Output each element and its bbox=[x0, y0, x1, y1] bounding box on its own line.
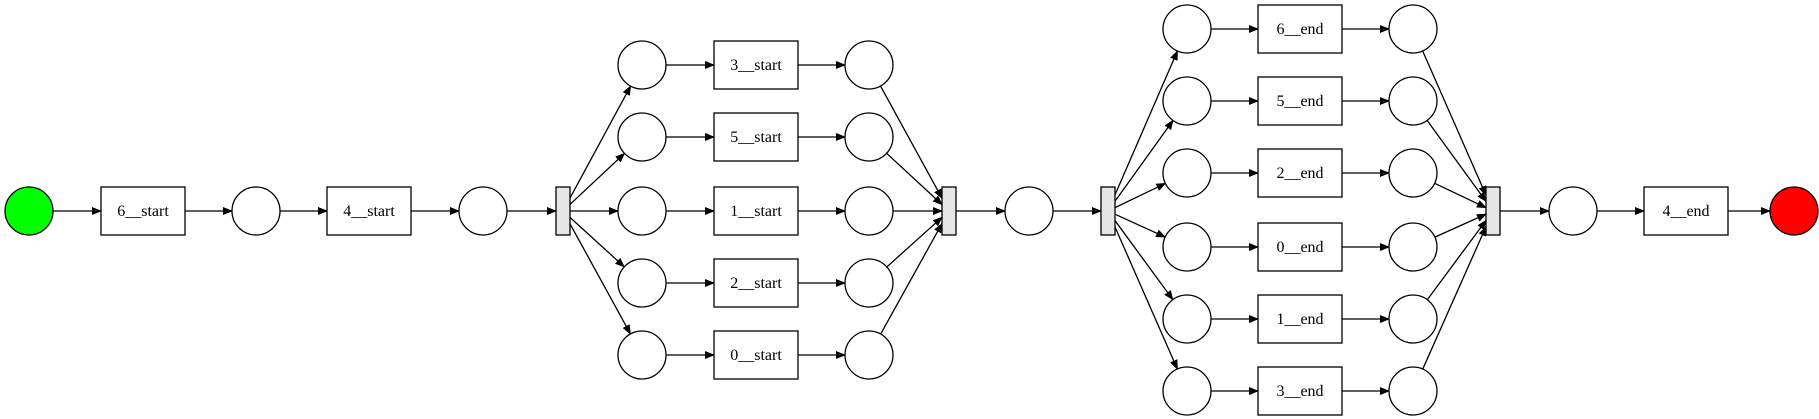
place bbox=[617, 40, 667, 90]
transition-box: 0__end bbox=[1257, 222, 1343, 272]
transition-box: 6__end bbox=[1257, 4, 1343, 54]
arc-p7a-to-tau4 bbox=[1422, 50, 1487, 196]
arc-p7e-to-tau4 bbox=[1426, 219, 1487, 301]
arc-p7b-to-tau4 bbox=[1426, 120, 1487, 203]
place bbox=[1162, 366, 1212, 416]
place bbox=[1548, 186, 1598, 236]
arc-tau1-to-p3d bbox=[569, 216, 626, 268]
transition-box: 6__start bbox=[100, 186, 186, 236]
place bbox=[844, 330, 894, 380]
transition-box: 2__end bbox=[1257, 148, 1343, 198]
place bbox=[617, 330, 667, 380]
arc-tau3-to-p6d bbox=[1114, 213, 1167, 238]
transition-label: 3__start bbox=[730, 57, 782, 74]
place bbox=[1162, 76, 1212, 126]
place bbox=[458, 186, 508, 236]
arc-p4a-to-tau2 bbox=[879, 85, 943, 200]
place bbox=[844, 186, 894, 236]
transition-label: 1__start bbox=[730, 203, 782, 220]
transition-label: 0__end bbox=[1276, 239, 1323, 256]
arc-p4b-to-tau2 bbox=[886, 152, 943, 206]
place bbox=[617, 112, 667, 162]
arc-p4d-to-tau2 bbox=[886, 216, 943, 268]
transition-box: 5__end bbox=[1257, 76, 1343, 126]
place bbox=[231, 186, 281, 236]
transition-label: 3__end bbox=[1276, 383, 1323, 400]
transition-label: 2__end bbox=[1276, 165, 1323, 182]
silent-transition bbox=[555, 186, 571, 236]
arc-tau1-to-p3b bbox=[569, 152, 626, 205]
transition-box: 0__start bbox=[713, 330, 799, 380]
transition-box: 4__end bbox=[1643, 186, 1729, 236]
arc-tau3-to-p6f bbox=[1114, 226, 1178, 370]
transition-box: 1__start bbox=[713, 186, 799, 236]
sink-place bbox=[1769, 186, 1819, 236]
arc-tau3-to-p6b bbox=[1114, 119, 1174, 202]
transition-label: 6__start bbox=[117, 203, 169, 220]
transition-label: 6__end bbox=[1276, 21, 1323, 38]
place bbox=[844, 40, 894, 90]
place bbox=[844, 258, 894, 308]
arc-p7c-to-tau4 bbox=[1434, 182, 1487, 209]
place bbox=[844, 112, 894, 162]
place bbox=[1388, 148, 1438, 198]
arc-tau1-to-p3e bbox=[569, 223, 632, 335]
arcs-layer bbox=[53, 25, 1771, 395]
transition-label: 5__end bbox=[1276, 93, 1323, 110]
silent-transition bbox=[1485, 186, 1501, 236]
transition-box: 3__end bbox=[1257, 366, 1343, 416]
silent-transition bbox=[1100, 186, 1116, 236]
place bbox=[1388, 76, 1438, 126]
arc-tau1-to-p3a bbox=[569, 85, 632, 199]
arc-tau3-to-p6e bbox=[1114, 220, 1174, 301]
transition-label: 0__start bbox=[730, 347, 782, 364]
place bbox=[1004, 186, 1054, 236]
place bbox=[1162, 148, 1212, 198]
transition-label: 4__start bbox=[343, 203, 395, 220]
place bbox=[617, 186, 667, 236]
arc-p7d-to-tau4 bbox=[1434, 213, 1487, 238]
nodes-layer: 6__start 4__start 3__start 5__start 1__start… bbox=[4, 4, 1819, 416]
place bbox=[1388, 366, 1438, 416]
arc-tau3-to-p6a bbox=[1114, 50, 1179, 196]
place bbox=[617, 258, 667, 308]
place bbox=[1162, 4, 1212, 54]
arc-tau3-to-p6c bbox=[1114, 182, 1167, 209]
transition-label: 1__end bbox=[1276, 311, 1323, 328]
place bbox=[1162, 222, 1212, 272]
transition-box: 2__start bbox=[713, 258, 799, 308]
place bbox=[1162, 294, 1212, 344]
transition-box: 3__start bbox=[713, 40, 799, 90]
transition-box: 5__start bbox=[713, 112, 799, 162]
silent-transition bbox=[941, 186, 957, 236]
place bbox=[1388, 294, 1438, 344]
arc-p7f-to-tau4 bbox=[1422, 225, 1487, 370]
transition-box: 4__start bbox=[326, 186, 412, 236]
transition-label: 4__end bbox=[1662, 203, 1709, 220]
transition-label: 5__start bbox=[730, 129, 782, 146]
arc-p4e-to-tau2 bbox=[880, 222, 943, 335]
transition-label: 2__start bbox=[730, 275, 782, 292]
transition-box: 1__end bbox=[1257, 294, 1343, 344]
place bbox=[1388, 4, 1438, 54]
place bbox=[1388, 222, 1438, 272]
source-place bbox=[4, 186, 54, 236]
